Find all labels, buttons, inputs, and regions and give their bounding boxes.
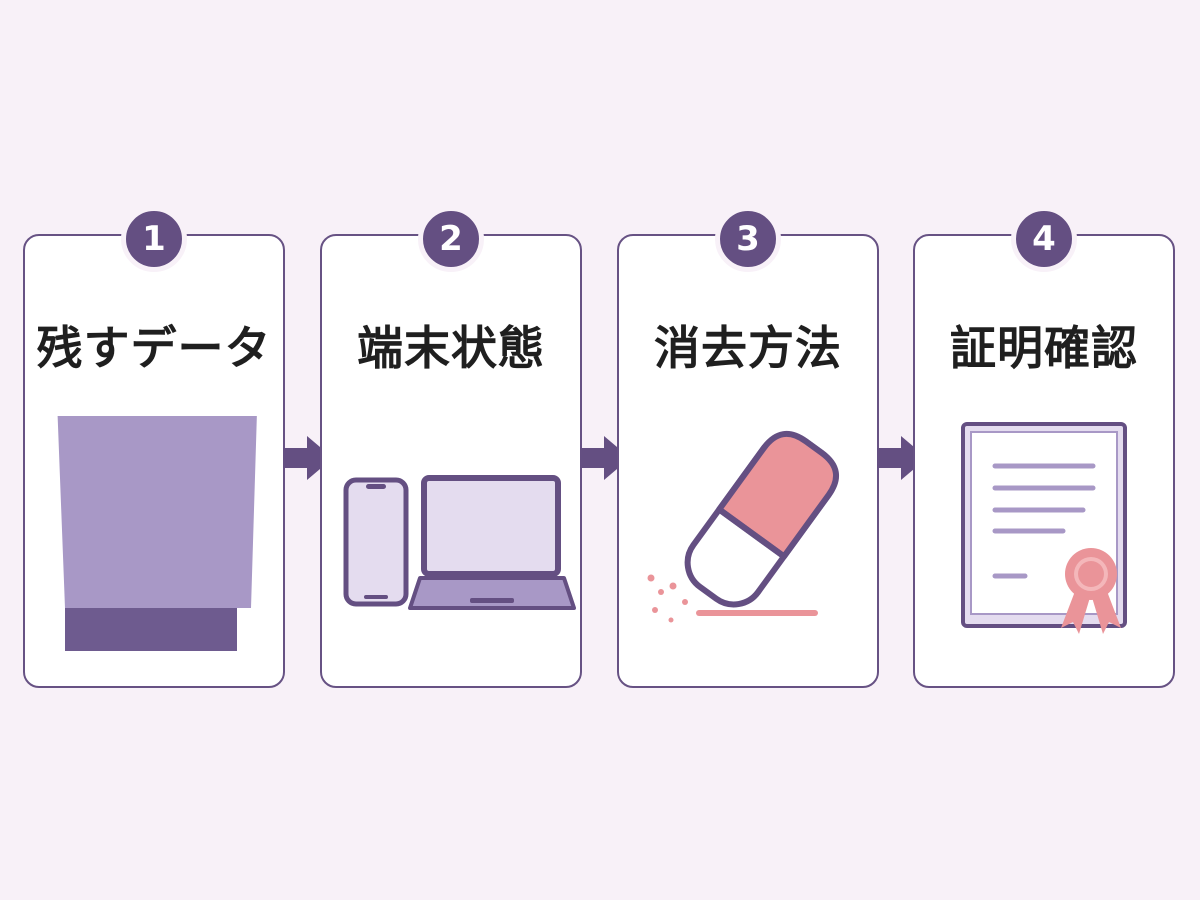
step-number-badge: 2 xyxy=(418,206,484,272)
arrow-right-icon xyxy=(877,436,927,480)
step-card-4: 4 証明確認 xyxy=(913,206,1175,688)
step-card-3: 3 消去方法 xyxy=(617,206,879,688)
eraser-icon xyxy=(647,430,839,623)
arrow-right-icon xyxy=(580,436,630,480)
step-title: 消去方法 xyxy=(654,321,842,375)
step-number-badge: 3 xyxy=(715,206,781,272)
arrow-right-icon xyxy=(283,436,333,480)
step-card-1: 1 残すデータ xyxy=(23,206,285,688)
step-title: 証明確認 xyxy=(950,321,1138,375)
step-number-badge: 4 xyxy=(1011,206,1077,272)
devices-icon xyxy=(343,475,576,610)
step-title: 残すデータ xyxy=(36,321,272,375)
step-card-2: 2 端末状態 xyxy=(320,206,582,688)
certificate-icon xyxy=(961,422,1127,634)
folder-icon xyxy=(57,416,257,651)
step-title: 端末状態 xyxy=(357,321,545,375)
step-number-badge: 1 xyxy=(121,206,187,272)
